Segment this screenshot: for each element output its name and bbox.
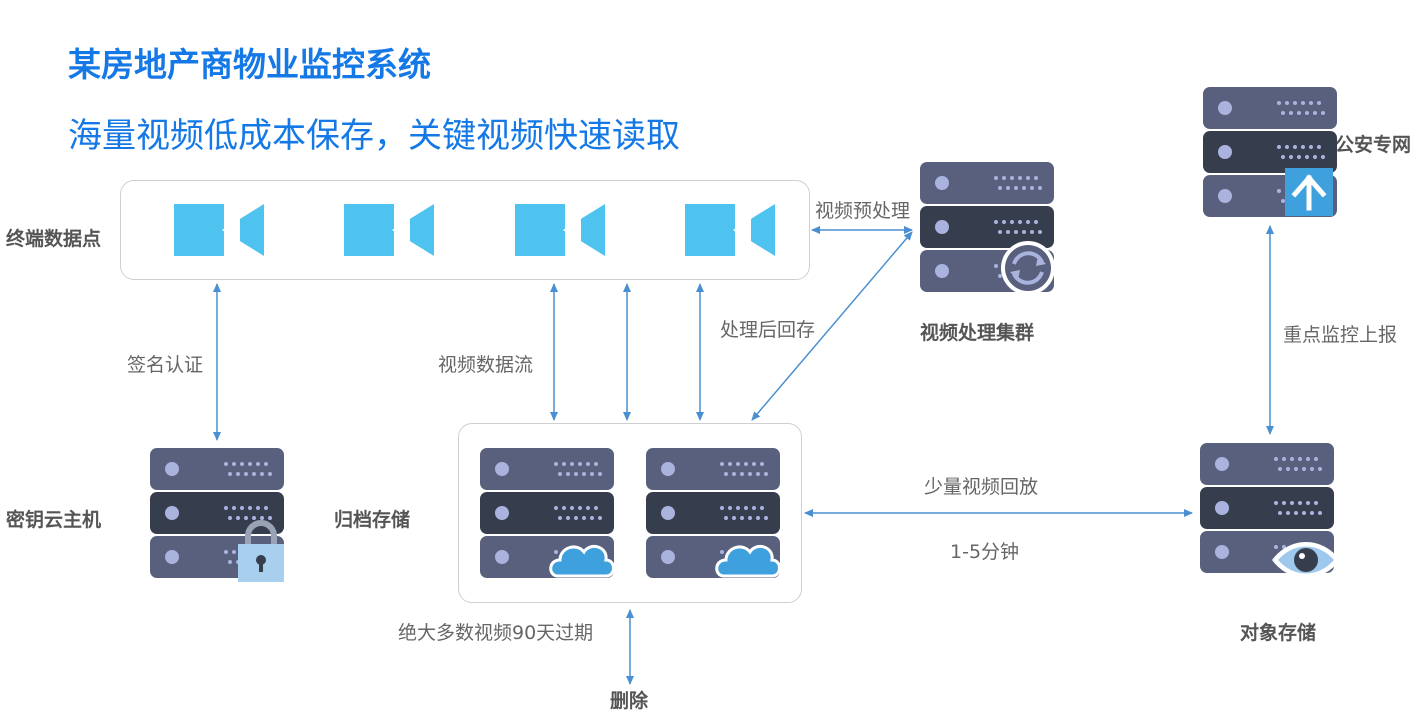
expire-label: 绝大多数视频90天过期: [398, 622, 594, 644]
terminal-label: 终端数据点: [6, 228, 102, 250]
video-camera-icon: [685, 204, 775, 256]
preprocess-label: 视频预处理: [815, 200, 911, 222]
playback-time-label: 1-5分钟: [950, 541, 1020, 563]
video-camera-icon: [174, 204, 264, 256]
upload-arrow-icon: [1285, 168, 1333, 216]
processed-back-arrow: [751, 231, 913, 421]
sync-icon: [1001, 241, 1055, 295]
video-camera-icon: [515, 204, 605, 256]
video-cluster-label: 视频处理集群: [920, 322, 1035, 344]
police-net-label: 公安专网: [1335, 134, 1412, 156]
small-playback-label: 少量视频回放: [924, 476, 1039, 498]
data-stream-label: 视频数据流: [438, 354, 534, 376]
object-storage-label: 对象存储: [1240, 622, 1317, 644]
key-host-label: 密钥云主机: [6, 509, 102, 531]
padlock-icon: [238, 520, 284, 582]
sign-auth-label: 签名认证: [127, 354, 204, 376]
archive-label: 归档存储: [334, 509, 411, 531]
page-title: 某房地产商物业监控系统: [68, 45, 431, 84]
delete-label: 删除: [610, 690, 649, 712]
eye-icon: [1272, 542, 1340, 578]
report-label: 重点监控上报: [1283, 324, 1398, 346]
page-subtitle: 海量视频低成本保存，关键视频快速读取: [68, 116, 680, 156]
video-camera-icon: [344, 204, 434, 256]
